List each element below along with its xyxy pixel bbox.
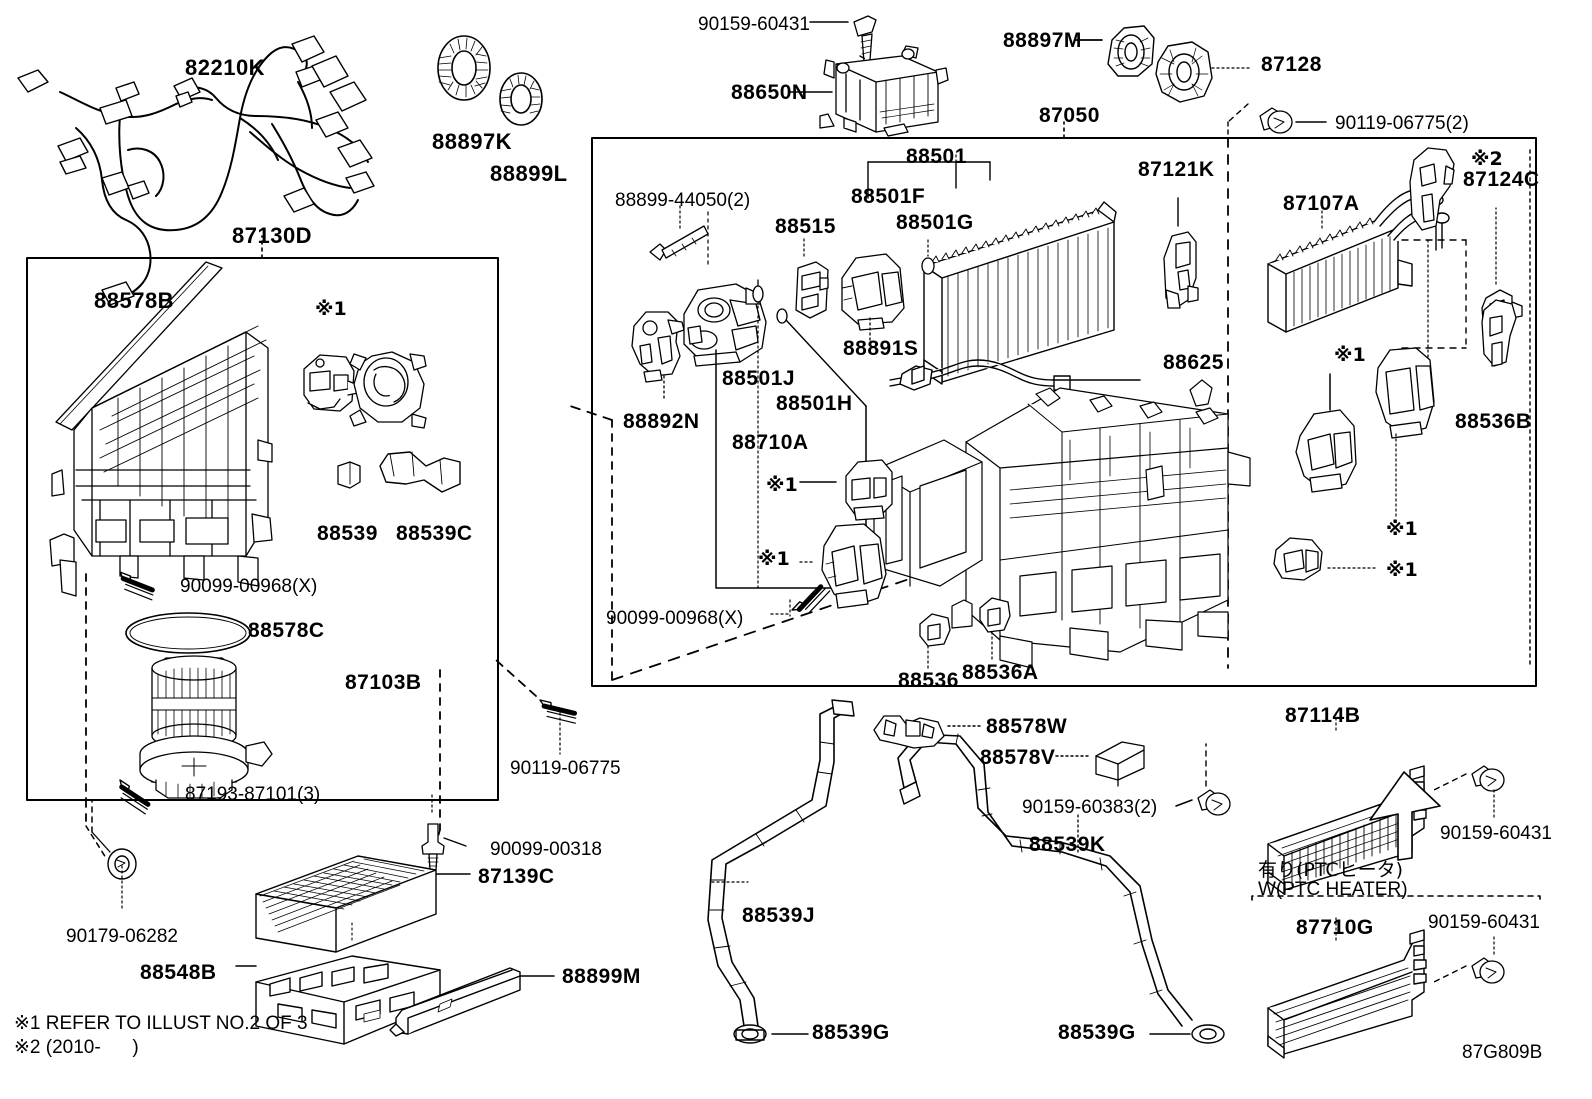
label-87103b: 87103B bbox=[345, 671, 422, 694]
label-90159-60383: 90159-60383(2) bbox=[1022, 797, 1158, 818]
label-88515: 88515 bbox=[775, 215, 836, 238]
label-ref2: ※2 bbox=[1471, 148, 1503, 170]
label-ref1-f: ※1 bbox=[1386, 559, 1418, 581]
label-87710g: 87710G bbox=[1296, 916, 1374, 939]
label-88501: 88501 bbox=[906, 145, 967, 168]
label-87114b: 87114B bbox=[1285, 704, 1361, 727]
label-88650n: 88650N bbox=[731, 81, 808, 104]
label-ref1-e: ※1 bbox=[1386, 518, 1418, 540]
label-88710a: 88710A bbox=[732, 431, 809, 454]
label-88501g: 88501G bbox=[896, 211, 974, 234]
label-88625: 88625 bbox=[1163, 351, 1224, 374]
label-87128: 87128 bbox=[1261, 53, 1322, 76]
label-88578b: 88578B bbox=[94, 288, 175, 313]
label-ref1-d: ※1 bbox=[1334, 344, 1366, 366]
label-87121k: 87121K bbox=[1138, 158, 1215, 181]
label-ptc-note-en: W(PTC HEATER) bbox=[1258, 879, 1408, 900]
label-88897m: 88897M bbox=[1003, 29, 1082, 52]
label-88539k: 88539K bbox=[1029, 833, 1106, 856]
label-90159-60431-bottom: 90159-60431 bbox=[1428, 912, 1540, 933]
label-87130d: 87130D bbox=[232, 223, 313, 248]
label-88899l: 88899L bbox=[490, 161, 568, 186]
label-ref1-c: ※1 bbox=[758, 548, 790, 570]
label-88539: 88539 bbox=[317, 522, 378, 545]
note-ref2: ※2 (2010- ) bbox=[14, 1037, 139, 1058]
label-88539g-right: 88539G bbox=[1058, 1021, 1136, 1044]
label-90179-06282: 90179-06282 bbox=[66, 926, 178, 947]
label-87193-87101: 87193-87101(3) bbox=[185, 784, 321, 805]
label-90159-60431-top: 90159-60431 bbox=[698, 14, 810, 35]
label-90159-60431-right: 90159-60431 bbox=[1440, 823, 1552, 844]
label-88501h: 88501H bbox=[776, 392, 853, 415]
label-88536a: 88536A bbox=[962, 661, 1039, 684]
label-88501j: 88501J bbox=[722, 367, 796, 390]
label-87139c: 87139C bbox=[478, 865, 555, 888]
label-90099-00968-left: 90099-00968(X) bbox=[180, 576, 318, 597]
label-88891s: 88891S bbox=[843, 337, 919, 360]
label-88578c: 88578C bbox=[248, 619, 325, 642]
label-82210k: 82210K bbox=[185, 55, 266, 80]
label-88501f: 88501F bbox=[851, 185, 926, 208]
label-90099-00318: 90099-00318 bbox=[490, 839, 602, 860]
label-88899m: 88899M bbox=[562, 965, 641, 988]
label-ref1-b: ※1 bbox=[766, 474, 798, 496]
label-88899-44050: 88899-44050(2) bbox=[615, 190, 751, 211]
label-88539c: 88539C bbox=[396, 522, 473, 545]
label-88539g-left: 88539G bbox=[812, 1021, 890, 1044]
label-90099-00968-main: 90099-00968(X) bbox=[606, 608, 744, 629]
label-90119-06775-right: 90119-06775(2) bbox=[1335, 113, 1469, 134]
label-ref1-a: ※1 bbox=[315, 298, 347, 320]
label-88539j: 88539J bbox=[742, 904, 816, 927]
label-88548b: 88548B bbox=[140, 961, 217, 984]
note-ref1: ※1 REFER TO ILLUST NO.2 OF 3 bbox=[14, 1013, 308, 1034]
label-90119-06775-left: 90119-06775 bbox=[510, 758, 621, 779]
label-88578w: 88578W bbox=[986, 715, 1068, 738]
sheet-code: 87G809B bbox=[1462, 1042, 1543, 1063]
label-87107a: 87107A bbox=[1283, 192, 1360, 215]
label-88536: 88536 bbox=[898, 669, 959, 692]
label-88578v: 88578V bbox=[980, 746, 1056, 769]
label-87124c: 87124C bbox=[1463, 168, 1540, 191]
label-88897k: 88897K bbox=[432, 129, 513, 154]
label-ptc-note-jp: 有り(PTCヒータ) bbox=[1258, 859, 1404, 881]
label-88892n: 88892N bbox=[623, 410, 700, 433]
label-87050: 87050 bbox=[1039, 104, 1100, 127]
label-88536b: 88536B bbox=[1455, 410, 1532, 433]
